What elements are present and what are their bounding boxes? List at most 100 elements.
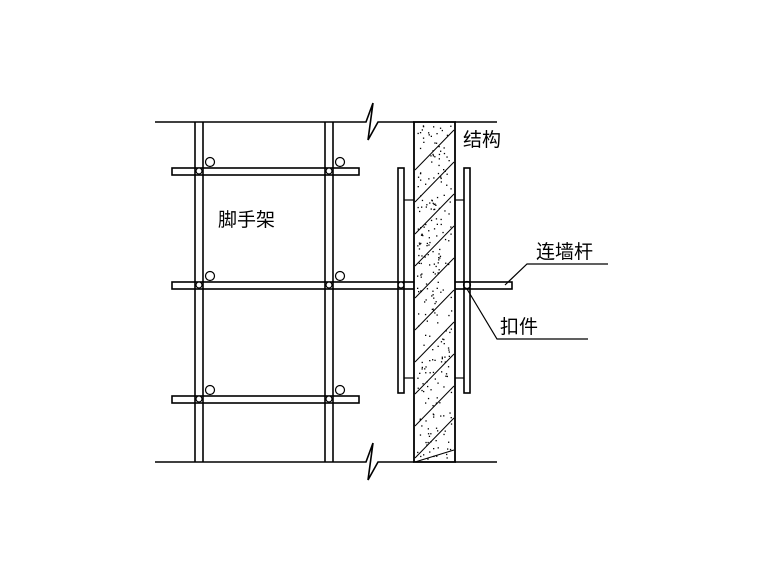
speckle [436, 287, 438, 289]
speckle [423, 141, 425, 143]
coupler-icon [397, 281, 405, 289]
speckle [437, 272, 439, 274]
speckle [450, 188, 452, 190]
speckle [428, 230, 430, 232]
speckle [417, 132, 419, 135]
speckle [434, 208, 436, 210]
speckle [437, 172, 440, 175]
clip-icon [334, 270, 346, 282]
speckle [432, 405, 434, 407]
speckle [440, 341, 443, 343]
speckle [446, 134, 449, 136]
speckle [432, 308, 434, 310]
speckle [419, 210, 421, 213]
speckle [418, 291, 420, 293]
speckle [438, 153, 441, 156]
speckle [428, 178, 430, 180]
speckle [431, 161, 433, 163]
speckle [438, 253, 440, 255]
speckle [436, 133, 438, 135]
speckle [448, 349, 450, 351]
speckle [448, 160, 450, 162]
hatch-line [414, 385, 455, 427]
speckle [428, 132, 430, 134]
speckle [424, 368, 426, 370]
speckle [420, 179, 422, 181]
speckle [440, 181, 442, 183]
speckle [444, 210, 446, 212]
speckle [434, 359, 436, 361]
speckle [435, 218, 438, 220]
speckle [421, 361, 423, 364]
speckle [425, 206, 427, 208]
speckle [445, 375, 447, 377]
speckle [428, 134, 430, 136]
speckle [419, 418, 421, 420]
speckle [418, 262, 420, 264]
speckle [426, 245, 428, 247]
scaffold-ledgers [171, 167, 360, 404]
speckle [419, 173, 422, 175]
speckle [426, 242, 428, 245]
speckle [422, 383, 424, 385]
speckle [430, 155, 432, 157]
speckle [420, 234, 423, 236]
tie-rod-leader [504, 263, 608, 286]
speckle [417, 451, 419, 454]
speckle [440, 361, 443, 363]
speckle [436, 235, 438, 237]
speckle [421, 368, 423, 370]
speckle [435, 142, 438, 144]
speckle [421, 425, 423, 427]
speckle [433, 126, 435, 128]
speckle [427, 428, 429, 430]
speckle [421, 389, 423, 392]
speckle [446, 184, 448, 186]
speckle [421, 206, 423, 208]
hatch-line [414, 417, 455, 459]
hatch-line [414, 353, 455, 395]
speckle [444, 170, 446, 172]
speckle [443, 338, 445, 341]
speckle [441, 358, 443, 360]
clip-icon [204, 270, 216, 282]
speckle [418, 254, 420, 257]
speckle [442, 338, 444, 340]
speckle [430, 389, 432, 391]
speckle [434, 312, 436, 314]
speckle [427, 433, 430, 435]
speckle [417, 387, 419, 389]
speckle [450, 296, 452, 299]
speckle [425, 334, 427, 336]
speckle [418, 248, 421, 250]
label-structure: 结构 [463, 129, 501, 151]
speckle [426, 204, 428, 206]
speckle [434, 273, 436, 275]
speckle [438, 259, 440, 261]
speckle [440, 218, 442, 221]
speckle [426, 381, 428, 383]
speckle [446, 173, 448, 175]
speckle [435, 402, 438, 404]
coupler-icon [462, 280, 472, 290]
clip-icon [334, 156, 346, 168]
speckle [445, 373, 448, 375]
speckle [443, 433, 445, 436]
speckle [447, 448, 449, 450]
speckle [428, 435, 431, 437]
speckle [438, 146, 440, 148]
speckle [425, 441, 427, 444]
speckle [438, 164, 440, 167]
hatch-line [414, 193, 455, 235]
speckle [439, 255, 442, 257]
speckle [442, 289, 444, 291]
speckle [421, 255, 423, 257]
speckle [450, 226, 452, 228]
speckle [433, 203, 435, 206]
clip-icon [204, 156, 216, 168]
speckle [432, 271, 435, 273]
speckle [437, 447, 439, 449]
speckle [432, 155, 435, 157]
speckle [430, 433, 432, 435]
speckle [446, 156, 448, 158]
